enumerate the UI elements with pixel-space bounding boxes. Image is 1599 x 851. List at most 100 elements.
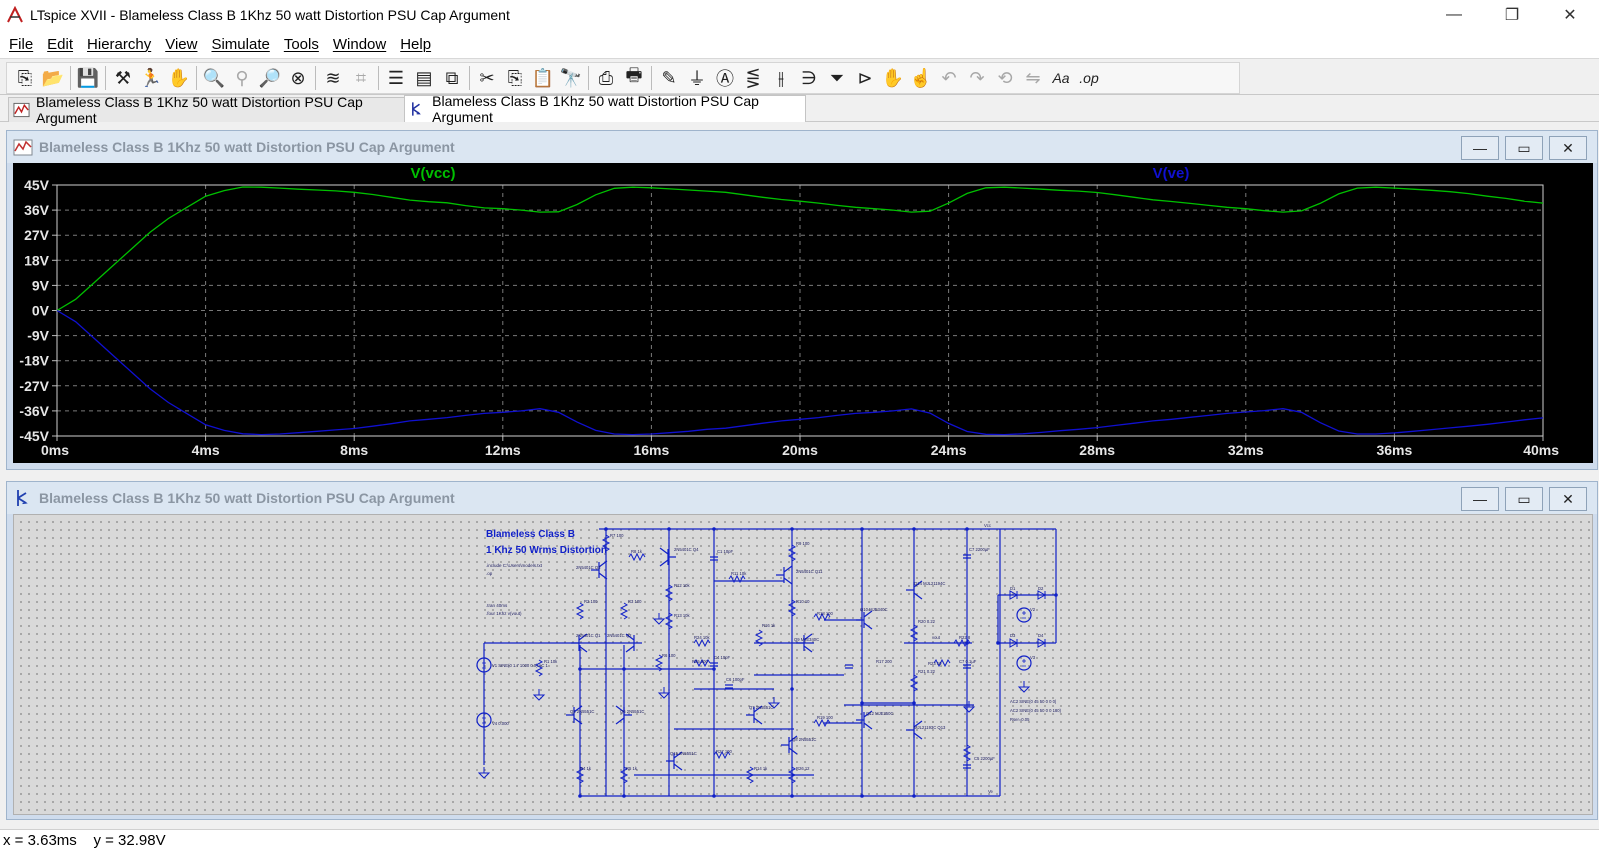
open-icon[interactable]: 📂 bbox=[41, 67, 65, 88]
wire-junction bbox=[860, 527, 864, 531]
menu-file[interactable]: File bbox=[9, 35, 34, 53]
resistor-symbol bbox=[534, 659, 544, 677]
schematic-part-label: 2N5401C Q3 bbox=[576, 565, 601, 570]
paste-icon[interactable]: 📋 bbox=[531, 67, 555, 88]
toolbar-separator bbox=[196, 66, 197, 90]
redo-icon[interactable]: ↷ bbox=[969, 67, 985, 88]
restore-button[interactable]: ❐ bbox=[1504, 7, 1520, 24]
schematic-maximize-button[interactable]: ▭ bbox=[1505, 487, 1543, 511]
transistor-symbol bbox=[746, 705, 763, 725]
schematic-part-label: R11 10k bbox=[731, 571, 747, 576]
inductor-icon[interactable]: ∋ bbox=[801, 67, 817, 88]
schematic-icon bbox=[412, 102, 421, 116]
schematic-part-label: R12 10k bbox=[674, 583, 691, 588]
minimize-button[interactable]: — bbox=[1446, 6, 1462, 23]
resistor-icon[interactable]: ⋚ bbox=[745, 67, 761, 88]
halt-icon[interactable]: ✋ bbox=[167, 67, 191, 88]
ground-icon[interactable]: ⏚ bbox=[688, 69, 706, 89]
zoom-in-icon[interactable]: 🔍 bbox=[202, 67, 226, 88]
tab-schematic[interactable]: Blameless Class B 1Khz 50 watt Distortio… bbox=[404, 93, 806, 125]
autorange-icon[interactable]: ≋ bbox=[325, 67, 341, 88]
move-icon[interactable]: ✋ bbox=[881, 67, 905, 88]
schematic-part-label: 2N5401C Q1 bbox=[576, 633, 601, 638]
schematic-part-label: C6 100pF bbox=[726, 677, 745, 682]
close-button[interactable]: ✕ bbox=[1563, 7, 1577, 24]
resistor-symbol bbox=[575, 766, 585, 784]
menu-window[interactable]: Window bbox=[332, 35, 387, 53]
capacitor-icon[interactable]: ⫲ bbox=[778, 67, 784, 88]
schematic-part-label: D4 bbox=[1038, 633, 1044, 638]
tile-vertical-icon[interactable]: ▤ bbox=[415, 67, 433, 88]
delete-trace-icon[interactable]: ⌗ bbox=[355, 67, 367, 88]
ground-symbol bbox=[657, 687, 671, 699]
undo-icon[interactable]: ↶ bbox=[941, 67, 957, 88]
rotate-icon[interactable]: ⟲ bbox=[997, 67, 1013, 88]
new-schematic-icon[interactable]: ⎘ bbox=[17, 67, 33, 88]
y-tick-label: -36V bbox=[19, 403, 49, 419]
menu-view[interactable]: View bbox=[165, 35, 198, 53]
cascade-icon[interactable]: ⧉ bbox=[445, 67, 459, 88]
waveform-minimize-button[interactable]: — bbox=[1461, 136, 1499, 160]
print-preview-icon[interactable]: 🖶 bbox=[625, 65, 643, 85]
x-tick-label: 4ms bbox=[192, 442, 220, 458]
menu-simulate[interactable]: Simulate bbox=[211, 35, 270, 53]
component-icon[interactable]: ⊳ bbox=[857, 67, 873, 88]
menu-tools[interactable]: Tools bbox=[283, 35, 319, 53]
cut-icon[interactable]: ✂ bbox=[479, 67, 495, 88]
text-icon[interactable]: Aa bbox=[1052, 70, 1070, 86]
resistor-symbol bbox=[953, 638, 971, 648]
resistor-symbol bbox=[575, 602, 585, 620]
control-panel-icon[interactable]: ⚒ bbox=[114, 67, 132, 88]
zoom-out-icon[interactable]: 🔎 bbox=[258, 67, 282, 88]
menu-hierarchy[interactable]: Hierarchy bbox=[87, 35, 152, 53]
schematic-window-header: Blameless Class B 1Khz 50 watt Distortio… bbox=[7, 482, 1597, 514]
menu-edit[interactable]: Edit bbox=[47, 35, 74, 53]
resistor-symbol bbox=[813, 612, 831, 622]
schematic-part-label: R24 10k bbox=[694, 635, 711, 640]
wire-junction bbox=[965, 641, 969, 645]
schematic-part-label: Q6 2N5551C bbox=[620, 709, 644, 714]
schematic-part-label: D3 bbox=[1010, 633, 1016, 638]
find-icon[interactable]: 🔭 bbox=[559, 67, 583, 88]
waveform-window-header: Blameless Class B 1Khz 50 watt Distortio… bbox=[7, 131, 1597, 163]
resistor-symbol bbox=[713, 750, 731, 760]
save-icon[interactable]: 💾 bbox=[76, 67, 100, 88]
print-icon[interactable]: ⎙ bbox=[598, 67, 614, 88]
resistor-symbol bbox=[909, 674, 919, 692]
schematic-close-button[interactable]: ✕ bbox=[1549, 487, 1587, 511]
schematic-part-label: Q5 2N5551C bbox=[570, 709, 594, 714]
diode-icon[interactable]: ⏷ bbox=[829, 67, 845, 88]
tile-horizontal-icon[interactable]: ☰ bbox=[387, 67, 405, 88]
spice-directive: .four 1Khz v(vout) bbox=[486, 611, 522, 616]
tab-waveform[interactable]: Blameless Class B 1Khz 50 watt Distortio… bbox=[8, 94, 406, 126]
y-tick-label: -18V bbox=[19, 353, 49, 369]
ground-symbol bbox=[652, 613, 666, 625]
resistor-symbol bbox=[601, 534, 611, 552]
ground-symbol bbox=[767, 697, 781, 709]
transistor-symbol bbox=[776, 565, 793, 585]
run-icon[interactable]: 🏃 bbox=[139, 67, 163, 88]
schematic-part-label: R3 100 bbox=[628, 599, 642, 604]
wire-junction bbox=[790, 527, 794, 531]
waveform-close-button[interactable]: ✕ bbox=[1549, 136, 1587, 160]
mirror-icon[interactable]: ⇋ bbox=[1025, 67, 1041, 88]
menu-help[interactable]: Help bbox=[400, 35, 432, 53]
schematic-part-label: R21 0.22 bbox=[918, 669, 936, 674]
drag-icon[interactable]: ☝ bbox=[909, 67, 933, 88]
schematic-part-label: C5 2200µF bbox=[974, 756, 995, 761]
resistor-symbol bbox=[813, 718, 831, 728]
tab-schematic-label: Blameless Class B 1Khz 50 watt Distortio… bbox=[432, 93, 759, 125]
pan-icon[interactable]: ⚲ bbox=[235, 67, 249, 88]
transistor-symbol bbox=[659, 547, 676, 567]
label-icon[interactable]: Ⓐ bbox=[716, 69, 734, 89]
schematic-part-label: R16 1k bbox=[762, 623, 776, 628]
copy-icon[interactable]: ⎘ bbox=[507, 67, 523, 88]
zoom-fit-icon[interactable]: ⊗ bbox=[290, 67, 306, 88]
wire-icon[interactable]: ✎ bbox=[661, 67, 677, 88]
waveform-maximize-button[interactable]: ▭ bbox=[1505, 136, 1543, 160]
spice-directive-icon[interactable]: .op bbox=[1079, 70, 1099, 86]
schematic-part-label: Vcc bbox=[984, 523, 991, 528]
schematic-minimize-button[interactable]: — bbox=[1461, 487, 1499, 511]
